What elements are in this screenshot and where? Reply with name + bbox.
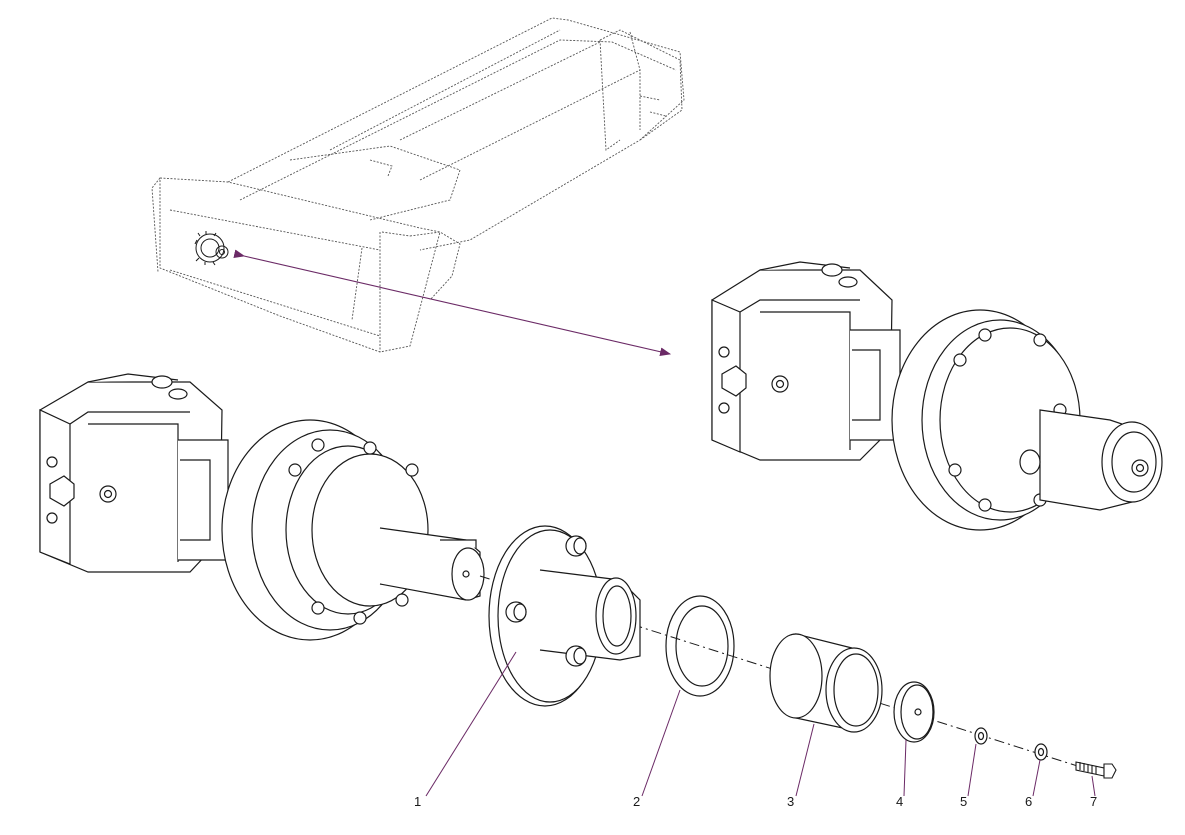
part-5-washer (974, 727, 988, 745)
callout-4: 4 (896, 794, 903, 809)
boom-frame-ghost (151, 17, 685, 353)
part-3-sleeve (769, 633, 883, 733)
frame-motor-hub (194, 231, 229, 266)
callout-6: 6 (1025, 794, 1032, 809)
location-arrow (233, 249, 672, 357)
part-7-bolt (1075, 761, 1117, 779)
callout-labels: 1 2 3 4 5 6 7 (414, 794, 1097, 809)
callout-5: 5 (960, 794, 967, 809)
callout-3: 3 (787, 794, 794, 809)
callout-1: 1 (414, 794, 421, 809)
assembled-motor-view (711, 261, 1163, 531)
part-2-ring (665, 595, 735, 697)
part-1-hub-flange (488, 525, 641, 707)
part-4-disc (893, 681, 935, 743)
callout-leaders (425, 651, 1096, 797)
callout-7: 7 (1090, 794, 1097, 809)
part-6-lock-washer (1034, 743, 1048, 761)
exploded-motor-view (39, 373, 485, 641)
callout-2: 2 (633, 794, 640, 809)
